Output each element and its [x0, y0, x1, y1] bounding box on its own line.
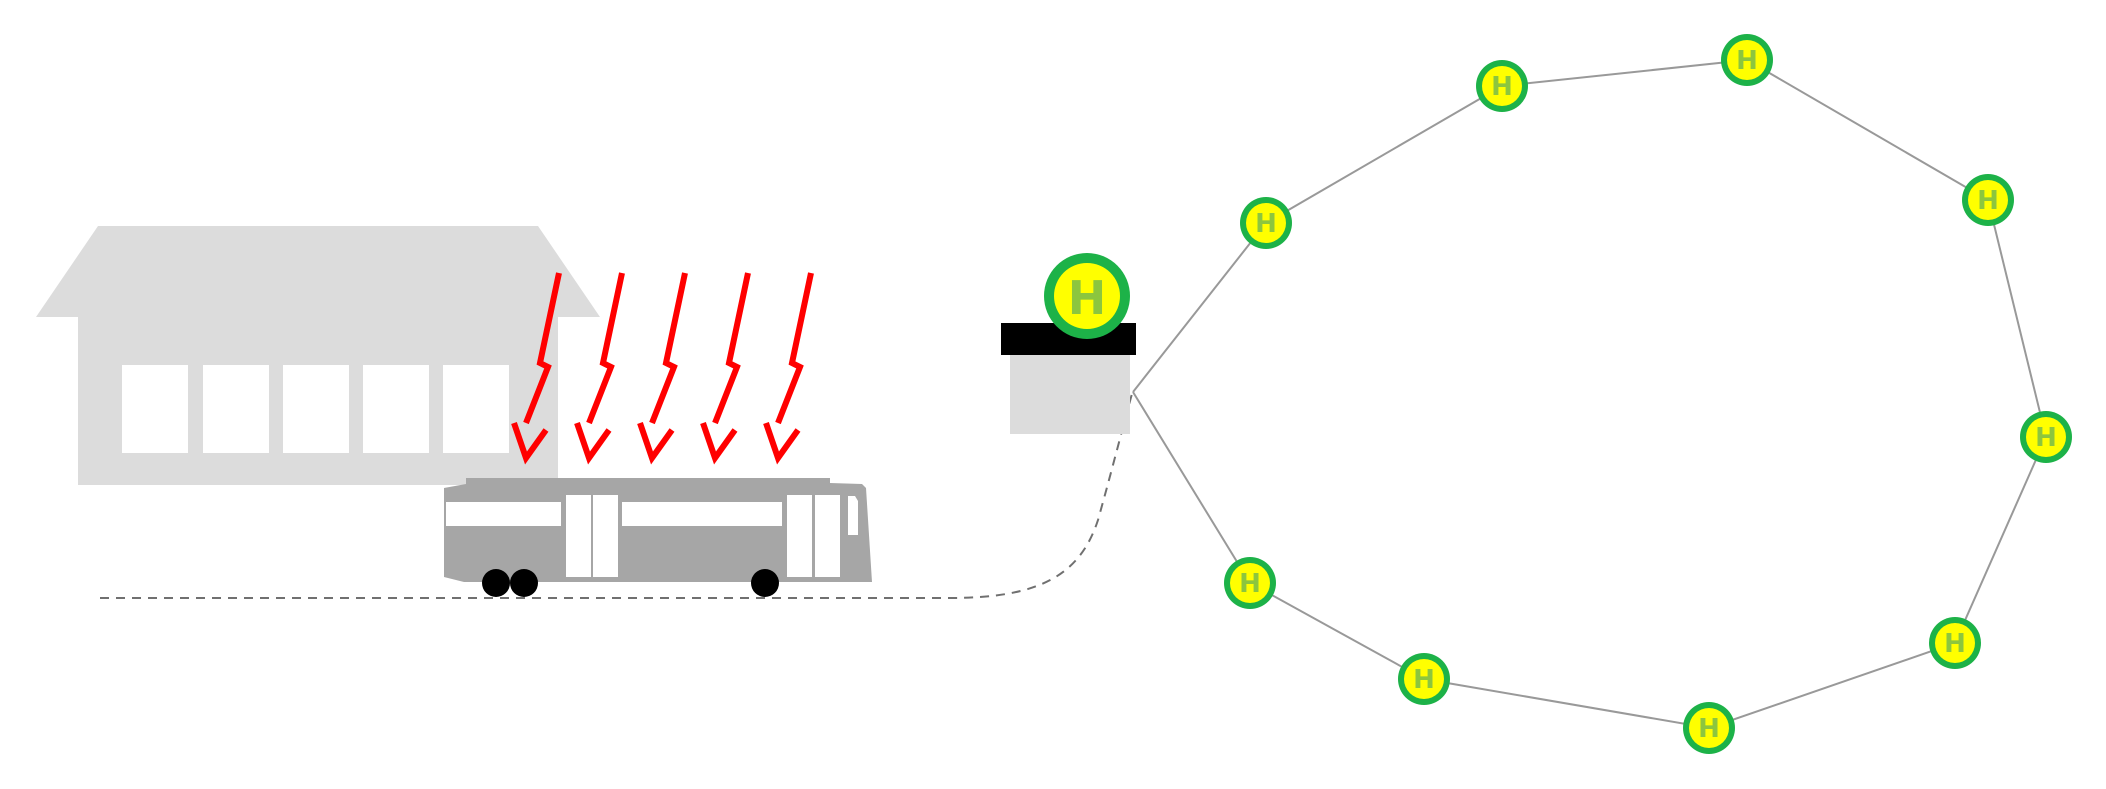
depot-door [203, 365, 269, 453]
bus-roof-detail [728, 481, 815, 485]
bus-stop-letter: H [1068, 271, 1107, 325]
bus-stop-letter: H [1491, 72, 1513, 102]
lightning-bolt-icon [637, 272, 688, 465]
bus-window [446, 502, 561, 526]
bus-door [593, 495, 618, 577]
bus-wheel [510, 569, 538, 597]
bus-stop-fill [1230, 563, 1270, 603]
bus-stop-letter: H [2035, 423, 2057, 453]
depot-door [363, 365, 429, 453]
bus-stop-letter: H [1413, 665, 1435, 695]
bus-stop-fill [1689, 708, 1729, 748]
lightning-bolt-icon [574, 272, 625, 465]
bus-stop-icon: H [1240, 197, 1292, 249]
depot-door [122, 365, 188, 453]
bus-stop-letter: H [1977, 186, 1999, 216]
terminal-bus-stop-icon: H [1044, 253, 1130, 339]
lightning-bolt-icon [700, 272, 751, 465]
bus-stop-fill [1246, 203, 1286, 243]
depot-door [283, 365, 349, 453]
bus-route-loop [1132, 58, 2048, 730]
bus-wheel [751, 569, 779, 597]
charging-bolts [511, 272, 814, 465]
bus-stop-letter: H [1239, 569, 1261, 599]
route-stops: H H H H H H H H H [1224, 34, 2072, 754]
bus-stop-fill [1404, 659, 1444, 699]
lightning-bolt-icon [763, 272, 814, 465]
bus-stop-fill [1054, 263, 1120, 329]
bus-stop-letter: H [1698, 714, 1720, 744]
bus-door [815, 495, 840, 577]
electric-bus-icon [444, 478, 872, 597]
bus-window [622, 502, 782, 526]
bus-stop-icon: H [1476, 60, 1528, 112]
bus-door [566, 495, 591, 577]
bus-stop-fill [1968, 180, 2008, 220]
bus-stop-icon: H [1224, 557, 1276, 609]
bus-stop-letter: H [1255, 209, 1277, 239]
bus-shelter-icon: H [1001, 253, 1136, 434]
bus-door [787, 495, 812, 577]
lightning-bolt-icon [511, 272, 562, 465]
bus-stop-letter: H [1944, 629, 1966, 659]
depot-door [443, 365, 509, 453]
bus-stop-letter: H [1736, 46, 1758, 76]
bus-stop-icon: H [1721, 34, 1773, 86]
bus-stop-icon: H [1962, 174, 2014, 226]
bus-stop-fill [2026, 417, 2066, 457]
bus-stop-fill [1727, 40, 1767, 80]
bus-stop-icon: H [1683, 702, 1735, 754]
depot-building-icon [36, 226, 600, 485]
bus-windshield [848, 496, 858, 535]
bus-stop-icon: H [1929, 617, 1981, 669]
bus-stop-icon: H [2020, 411, 2072, 463]
bus-stop-icon: H [1398, 653, 1450, 705]
bus-wheel [482, 569, 510, 597]
bus-stop-fill [1482, 66, 1522, 106]
bus-shelter-body [1010, 354, 1130, 434]
bus-stop-fill [1935, 623, 1975, 663]
